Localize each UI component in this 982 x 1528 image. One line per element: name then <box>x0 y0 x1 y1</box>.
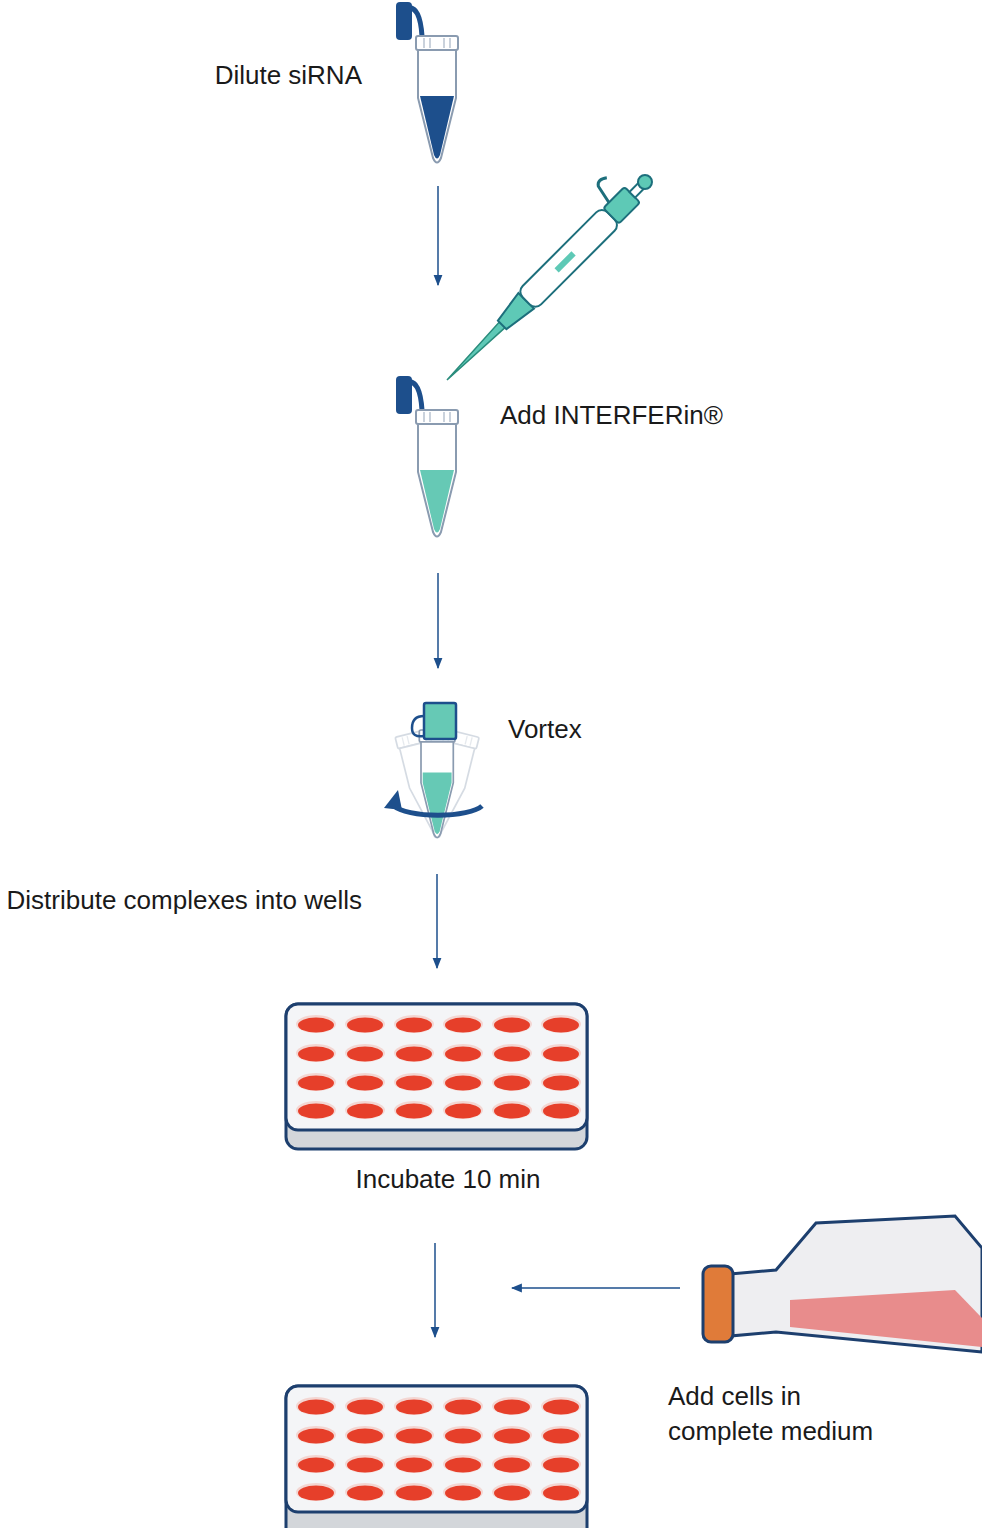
ghost-tube <box>418 729 479 842</box>
mix-tube <box>396 376 458 537</box>
flow-arrow <box>437 186 439 285</box>
step-label: Add cells in complete medium <box>668 1379 908 1449</box>
tube-lid <box>396 2 412 40</box>
plate-top <box>286 1004 587 1130</box>
interferin-tube-step: Add INTERFERin® <box>418 375 458 537</box>
flow-arrow <box>512 1287 680 1289</box>
pipette-body <box>517 207 620 310</box>
pipette-knob <box>635 172 655 192</box>
tube <box>419 730 455 838</box>
tube-body <box>419 730 455 838</box>
sirna-tube-step: Dilute siRNA <box>418 0 458 166</box>
flask-step: Add cells in complete medium <box>700 1215 982 1350</box>
rotation-arrowhead <box>384 790 402 810</box>
well-row <box>296 1426 581 1444</box>
well-row <box>296 1455 581 1473</box>
well-row <box>296 1397 581 1415</box>
plate-base <box>286 1386 587 1528</box>
flow-arrow <box>437 573 439 668</box>
pipette <box>424 154 659 389</box>
sirna-liquid <box>420 96 454 159</box>
motion-ghost <box>395 729 456 842</box>
step-label: Add INTERFERin® <box>500 398 723 433</box>
vortex-liquid <box>423 773 452 835</box>
flask-cap <box>703 1266 733 1342</box>
motion-ghost <box>418 729 479 842</box>
well-row <box>296 1015 581 1033</box>
mix-liquid <box>420 470 454 533</box>
edge-label: Distribute complexes into wells <box>2 883 362 918</box>
plate-top <box>286 1386 587 1512</box>
well-row <box>296 1483 581 1501</box>
step-label: Vortex <box>508 712 582 747</box>
clamp-loop <box>412 716 424 736</box>
tube-clamp <box>424 703 456 739</box>
plate-base <box>286 1004 587 1149</box>
well-plate <box>286 1004 587 1149</box>
well-row <box>296 1073 581 1091</box>
pipette-tip <box>444 322 505 383</box>
well-row <box>296 1101 581 1119</box>
tube-lid <box>396 376 412 414</box>
pipette-mark <box>554 251 575 272</box>
sirna-tube <box>396 2 458 163</box>
step-label: Incubate 10 min <box>355 1162 540 1197</box>
vortex-step: Vortex <box>385 700 489 840</box>
flask-body <box>730 1216 982 1352</box>
culture-flask <box>703 1216 982 1352</box>
vortex-tube <box>384 703 482 842</box>
step-label: Dilute siRNA <box>215 58 362 93</box>
tube-body <box>416 36 458 163</box>
plate-step: Incubate 10 min <box>285 1003 588 1150</box>
well-row <box>296 1044 581 1062</box>
well-plate <box>286 1386 587 1528</box>
tube-body <box>416 410 458 537</box>
flask-medium <box>790 1290 982 1347</box>
pipette-hook <box>593 176 620 203</box>
rotation-arrow <box>394 806 482 815</box>
flow-arrow <box>436 874 438 968</box>
flow-arrow <box>434 1243 436 1337</box>
ghost-tube <box>395 729 456 842</box>
